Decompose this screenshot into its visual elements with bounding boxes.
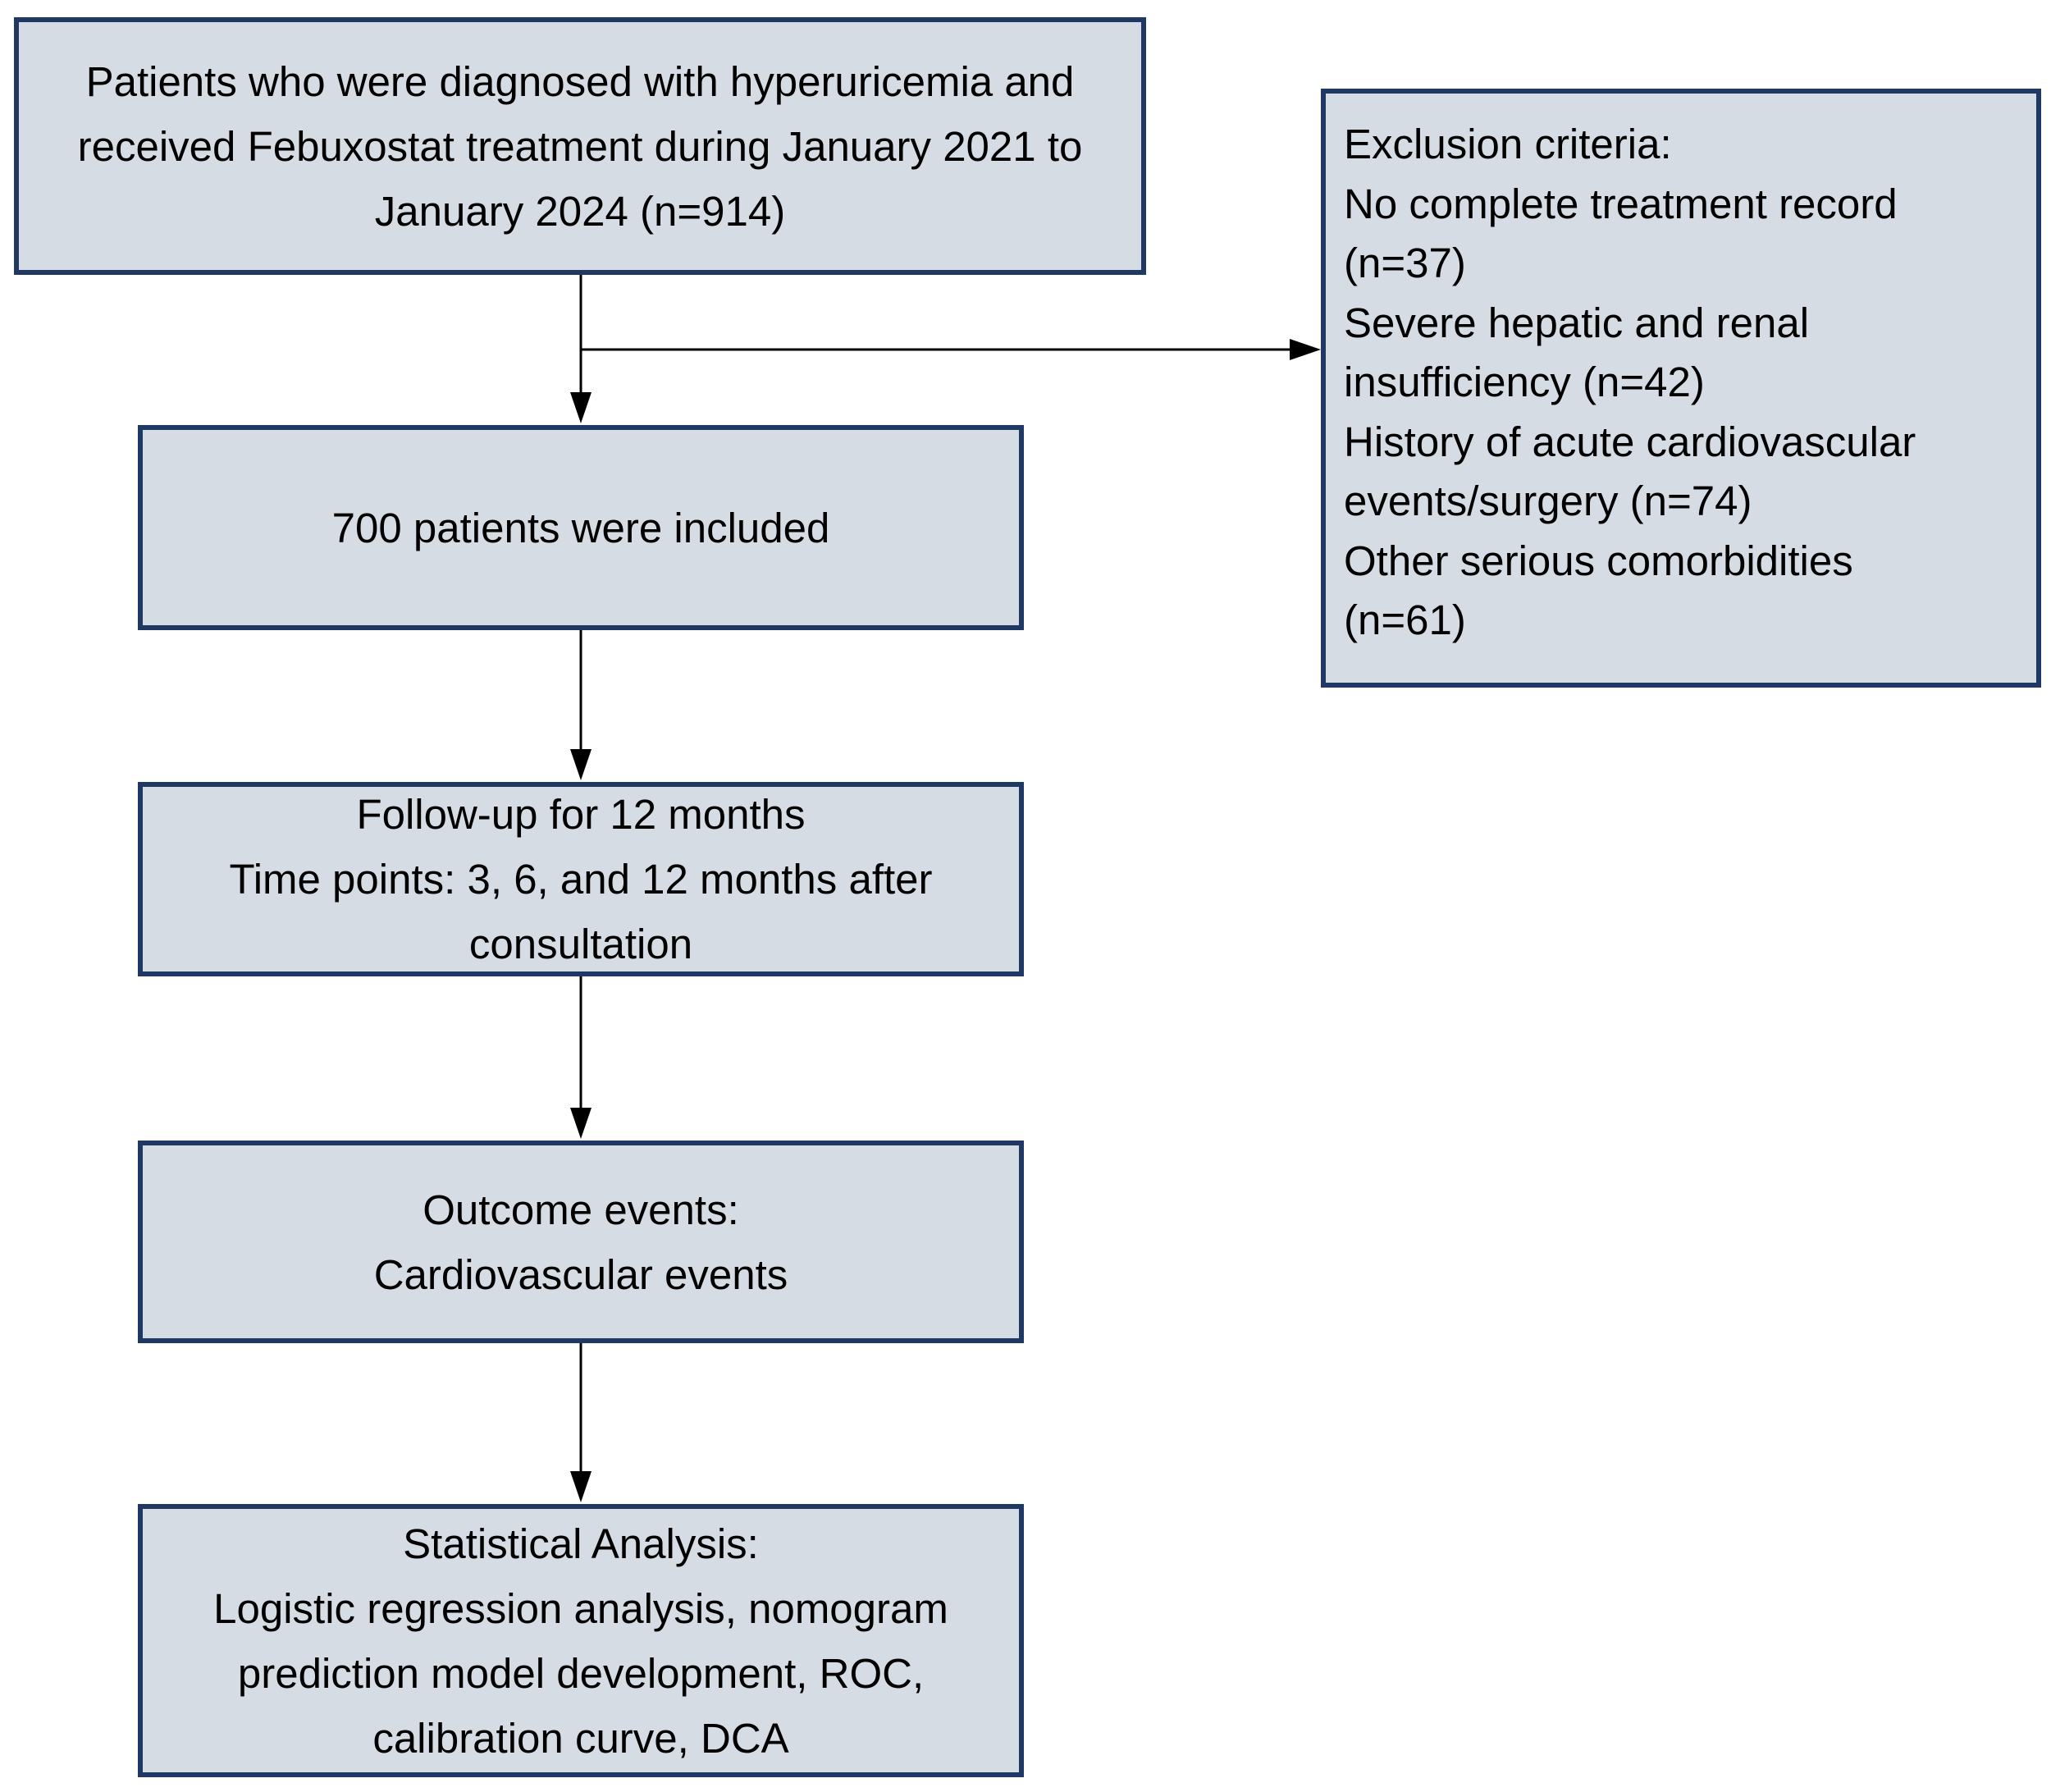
followup-box: Follow-up for 12 months Time points: 3, …	[138, 782, 1024, 976]
enrollment-text: Patients who were diagnosed with hyperur…	[77, 57, 1083, 235]
outcome-box: Outcome events: Cardiovascular events	[138, 1141, 1024, 1343]
arrow-down-icon	[570, 392, 592, 423]
arrow-down-icon	[570, 1471, 592, 1502]
outcome-text: Outcome events: Cardiovascular events	[373, 1186, 788, 1298]
included-box: 700 patients were included	[138, 425, 1024, 630]
arrow-right-icon	[1290, 339, 1321, 360]
exclusion-criteria-box: Exclusion criteria: No complete treatmen…	[1321, 89, 2041, 688]
arrow-included-to-followup	[570, 630, 592, 780]
enrollment-box: Patients who were diagnosed with hyperur…	[14, 17, 1146, 275]
arrow-outcome-to-analysis	[570, 1343, 592, 1502]
analysis-text: Statistical Analysis: Logistic regressio…	[213, 1520, 948, 1762]
arrow-branch-to-exclusion	[581, 339, 1321, 360]
arrow-down-icon	[570, 749, 592, 780]
arrow-enrollment-to-included	[570, 275, 592, 423]
arrow-followup-to-outcome	[570, 976, 592, 1139]
exclusion-criteria-text: Exclusion criteria: No complete treatmen…	[1344, 121, 1916, 643]
followup-text: Follow-up for 12 months Time points: 3, …	[229, 791, 933, 967]
analysis-box: Statistical Analysis: Logistic regressio…	[138, 1504, 1024, 1777]
arrow-down-icon	[570, 1108, 592, 1139]
included-text: 700 patients were included	[331, 504, 830, 551]
